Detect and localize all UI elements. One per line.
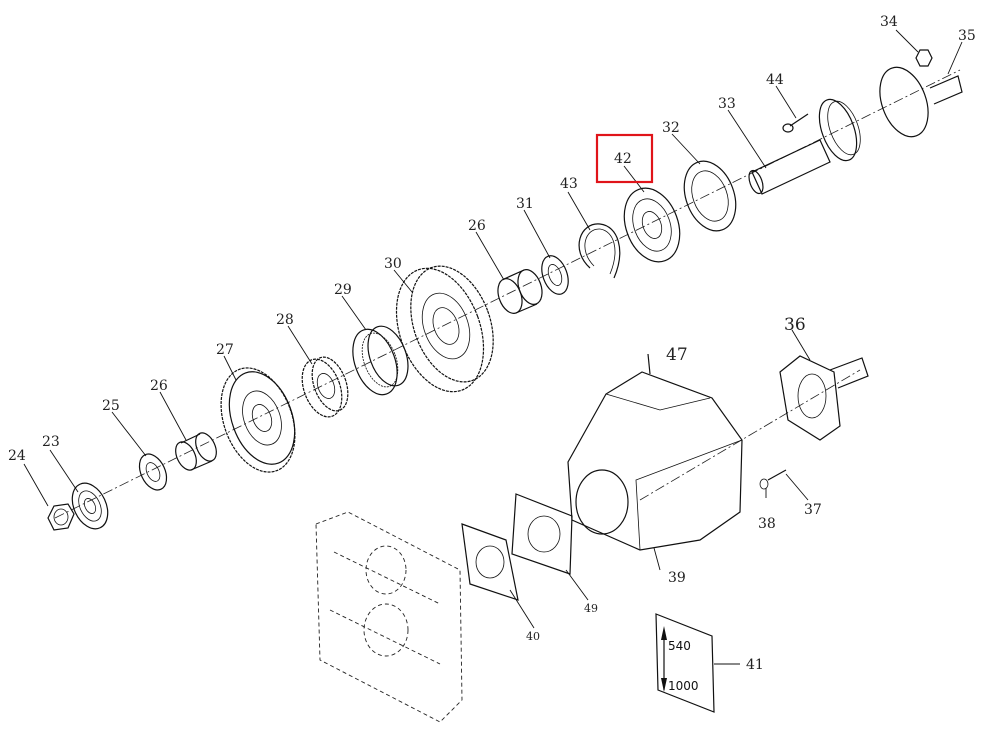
label-part-27: 27 — [216, 342, 234, 358]
part-38-washer — [759, 478, 769, 490]
part-29-sleeve — [352, 325, 409, 396]
label-part-36: 36 — [784, 315, 806, 335]
part-37-bolt — [767, 469, 787, 481]
label-part-42: 42 — [614, 151, 632, 167]
part-47-screw — [647, 353, 651, 375]
part-40-gasket — [461, 523, 519, 601]
label-part-35: 35 — [958, 28, 976, 44]
part-49-gasket — [511, 493, 573, 575]
label-part-32: 32 — [662, 120, 680, 136]
part-42-highlight-box — [595, 133, 654, 184]
label-part-37: 37 — [804, 502, 822, 518]
label-part-24: 24 — [8, 448, 26, 464]
part-34-nut — [915, 49, 933, 67]
label-part-38: 38 — [758, 516, 776, 532]
speed-label-bottom: 1000 — [668, 679, 699, 693]
speed-label-top: 540 — [668, 639, 691, 653]
part-36-cover — [779, 355, 869, 441]
part-33-shaft — [748, 98, 861, 195]
part-23-bearing — [71, 482, 109, 530]
arrow-down-icon — [661, 678, 667, 692]
label-part-49: 49 — [584, 602, 598, 615]
part-39-housing — [567, 371, 743, 551]
part-44-bolt — [782, 113, 809, 133]
part-35-flange — [879, 66, 963, 138]
label-part-26-right: 26 — [468, 218, 486, 234]
label-part-44: 44 — [766, 72, 784, 88]
label-part-29: 29 — [334, 282, 352, 298]
label-part-47: 47 — [666, 345, 688, 365]
part-25-washer — [138, 453, 168, 491]
part-28-gear — [301, 356, 349, 418]
part-26-sleeve-left — [175, 432, 217, 471]
part-41-speed-plate: 540 1000 — [655, 613, 715, 713]
label-part-40: 40 — [526, 630, 540, 643]
part-42-bearing — [623, 187, 681, 263]
label-part-25: 25 — [102, 398, 120, 414]
label-part-33: 33 — [718, 96, 736, 112]
mounting-plate — [315, 511, 463, 723]
part-43-circlip — [578, 223, 621, 279]
label-part-43: 43 — [560, 176, 578, 192]
label-part-28: 28 — [276, 312, 294, 328]
part-32-seal — [683, 160, 737, 232]
part-26-sleeve-right — [497, 269, 543, 314]
part-27-gear — [220, 367, 296, 473]
part-31-washer — [541, 255, 569, 295]
label-part-30: 30 — [384, 256, 402, 272]
housing-axis — [639, 369, 861, 501]
leader-lines — [23, 29, 963, 665]
label-part-34: 34 — [880, 14, 898, 30]
label-part-23: 23 — [42, 434, 60, 450]
arrow-up-icon — [661, 626, 667, 640]
part-24-nut — [47, 503, 75, 531]
label-part-41: 41 — [746, 657, 764, 673]
label-part-26-left: 26 — [150, 378, 168, 394]
label-part-39: 39 — [668, 570, 686, 586]
part-30-gear — [395, 265, 494, 393]
label-part-31: 31 — [516, 196, 534, 212]
